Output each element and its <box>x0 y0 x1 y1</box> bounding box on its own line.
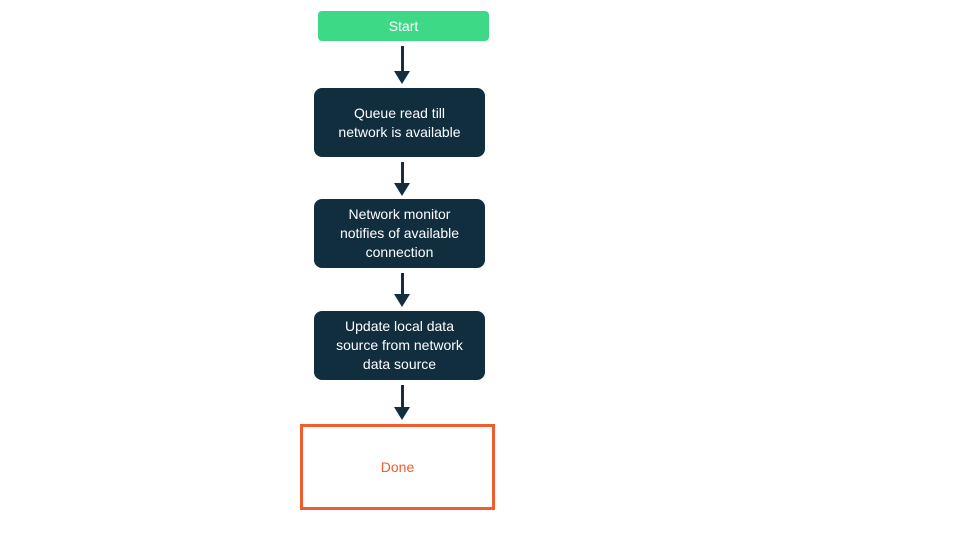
arrow-down-icon <box>394 294 410 307</box>
arrow-line <box>400 385 404 407</box>
flowchart-node-network-monitor: Network monitor notifies of available co… <box>314 199 485 268</box>
flow-arrow-monitor-to-update <box>394 273 410 307</box>
node-queue-read-label: Queue read till network is available <box>338 104 461 140</box>
arrow-line <box>400 46 404 71</box>
arrow-line <box>400 273 404 294</box>
arrow-down-icon <box>394 183 410 196</box>
flowchart-node-update-local: Update local data source from network da… <box>314 311 485 380</box>
arrow-down-icon <box>394 71 410 84</box>
node-start-label: Start <box>388 17 419 34</box>
flow-arrow-update-to-done <box>394 385 410 420</box>
node-update-local-label: Update local data source from network da… <box>336 318 463 372</box>
flowchart-node-start: Start <box>318 11 489 41</box>
node-network-monitor-label: Network monitor notifies of available co… <box>339 206 460 260</box>
flow-arrow-queue-to-monitor <box>394 162 410 196</box>
arrow-line <box>400 162 404 183</box>
node-done-label: Done <box>380 458 415 475</box>
flow-arrow-start-to-queue <box>394 46 410 84</box>
arrow-down-icon <box>394 407 410 420</box>
flowchart-node-done: Done <box>300 424 495 510</box>
flowchart-node-queue-read: Queue read till network is available <box>314 88 485 157</box>
